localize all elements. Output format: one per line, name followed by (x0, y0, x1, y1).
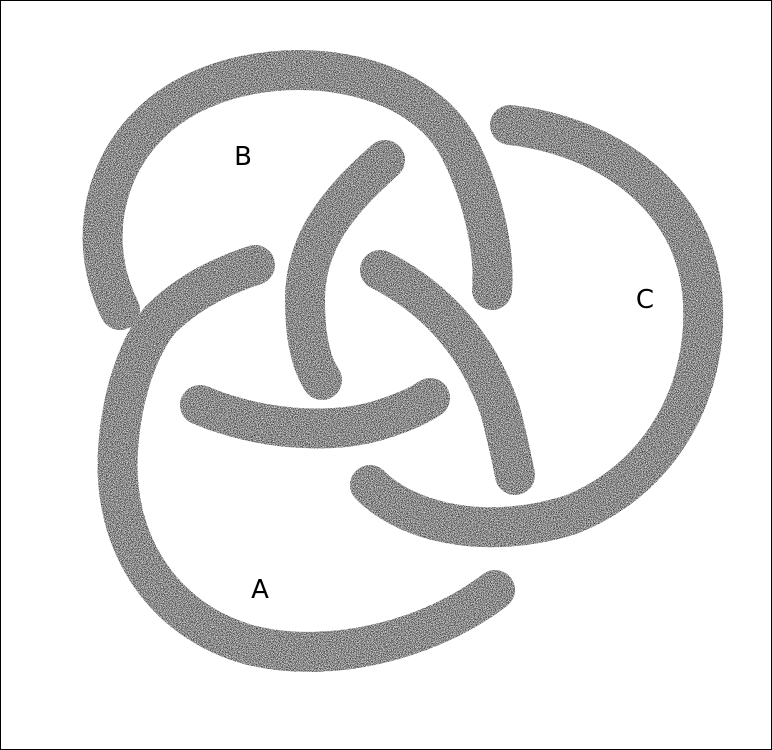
ring-c-label: C (636, 285, 654, 315)
ring-a-inner-arc (200, 398, 430, 428)
ring-a-label: A (251, 575, 269, 605)
ring-c-outer-arc (370, 125, 703, 527)
ring-b-label: B (234, 142, 252, 172)
